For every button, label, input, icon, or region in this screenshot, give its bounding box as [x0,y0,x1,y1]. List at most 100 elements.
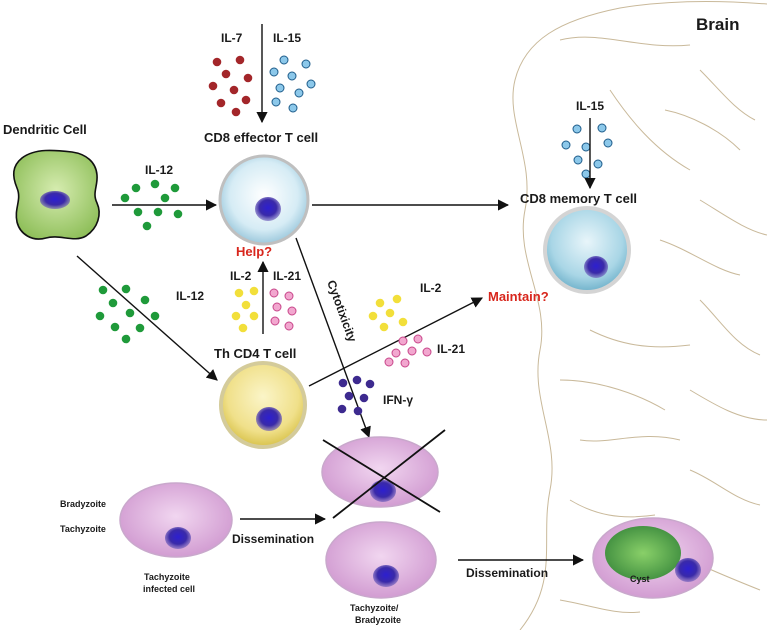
cd8-memory-cell [543,206,631,294]
il2-dot [385,308,395,318]
il12-dot [160,193,170,203]
bradyzoite-legend-label: Bradyzoite [60,499,106,509]
il7-dot [243,73,253,83]
il12-dot [121,334,131,344]
dc-to-cd4-arrow [76,255,218,381]
il12-dot [140,295,150,305]
il7-dot [212,57,222,67]
il21-dot [413,334,423,344]
ifn-dots [337,375,375,416]
il21-right-dots [384,334,432,368]
cd4-to-memory-maintain-arrow [308,297,483,387]
brain-fold [699,69,756,121]
th-cd4-cell [219,361,307,449]
th-cd4-membrane [219,361,307,449]
brain-fold [689,469,761,506]
il15-dot [288,103,298,113]
il21-dot [272,302,282,312]
cd8-effector-label: CD8 effector T cell [204,130,318,145]
brain-outline [512,1,767,631]
ifn-dot [353,406,363,416]
dendritic-cell [12,149,100,240]
il15-top-label: IL-15 [273,31,301,45]
il2-dot [249,286,259,296]
il2-dot [392,294,402,304]
dendritic-cell-nucleus [40,191,70,209]
cyst-body [605,526,681,580]
brain-fold [589,329,691,348]
brain-fold [569,499,656,518]
dissemination-right-label: Dissemination [466,566,548,580]
brain-label: Brain [696,15,739,34]
il12-dot [131,183,141,193]
il15-dot [287,71,297,81]
il2-center-dots [231,286,259,333]
il15-dot [271,97,281,107]
cyst-cell [592,517,714,599]
tachy-brady-cell [325,521,437,599]
il12-dot [121,284,131,294]
il12-dot [110,322,120,332]
il21-center-label: IL-21 [273,269,301,283]
legend: Bradyzoite Tachyzoite [38,494,106,539]
il2-dot [375,298,385,308]
tachyzoite-infected-cell [119,482,233,558]
il21-right-label: IL-21 [437,342,465,356]
il21-dot [384,357,394,367]
il2-dot [398,317,408,327]
killed-cell-membrane [321,436,439,508]
ifn-dot [338,378,348,388]
il15-dot [581,169,591,179]
il7-dot [229,85,239,95]
dissemination-left-label: Dissemination [232,532,314,546]
killed-cell-nucleus [370,480,396,502]
il12-dot [95,311,105,321]
cd8-memory-nucleus [584,256,608,278]
il7-dot [235,55,245,65]
il21-dot [391,348,401,358]
cyst-label: Cyst [630,574,650,584]
il7-dot [231,107,241,117]
tachyzoite-cell-membrane [119,482,233,558]
tachy-brady-nucleus [373,565,399,587]
dendritic-cell-label: Dendritic Cell [3,122,87,137]
il2-dot [231,311,241,321]
brain-fold [699,299,761,356]
il12-dot [150,311,160,321]
il12-dot [153,207,163,217]
il2-dot [234,288,244,298]
il2-dot [241,300,251,310]
brain-fold [559,379,666,411]
il15-dot [269,67,279,77]
il15-memory-dots [561,123,613,179]
brain-fold [664,109,741,151]
brain-fold [689,389,767,421]
brain-fold [559,36,691,47]
il21-dot [269,288,279,298]
il21-dot [287,306,297,316]
il12-dot [173,209,183,219]
il12-dot [120,193,130,203]
ifn-dot [344,391,354,401]
il21-dot [398,336,408,346]
tachy-brady-label-line1: Tachyzoite/ [350,603,399,613]
tachyzoite-infected-label-line2: infected cell [143,584,195,594]
tachy-brady-label-line2: Bradyzoite [355,615,401,625]
brain-fold [579,435,681,442]
il15-dot [294,88,304,98]
maintain-annotation: Maintain? [488,289,549,304]
cd8-memory-membrane [543,206,631,294]
il7-dot [221,69,231,79]
il12-dot [125,308,135,318]
th-cd4-nucleus [256,407,282,431]
th-cd4-label: Th CD4 T cell [214,346,296,361]
il21-center-dots [269,288,297,331]
ifn-dot [337,404,347,414]
il15-dot [597,123,607,133]
il21-dot [284,321,294,331]
il12-dot [108,298,118,308]
il15-cytokine-dots [269,55,316,113]
il2-right-dots [368,294,408,332]
il15-memory-label: IL-15 [576,99,604,113]
